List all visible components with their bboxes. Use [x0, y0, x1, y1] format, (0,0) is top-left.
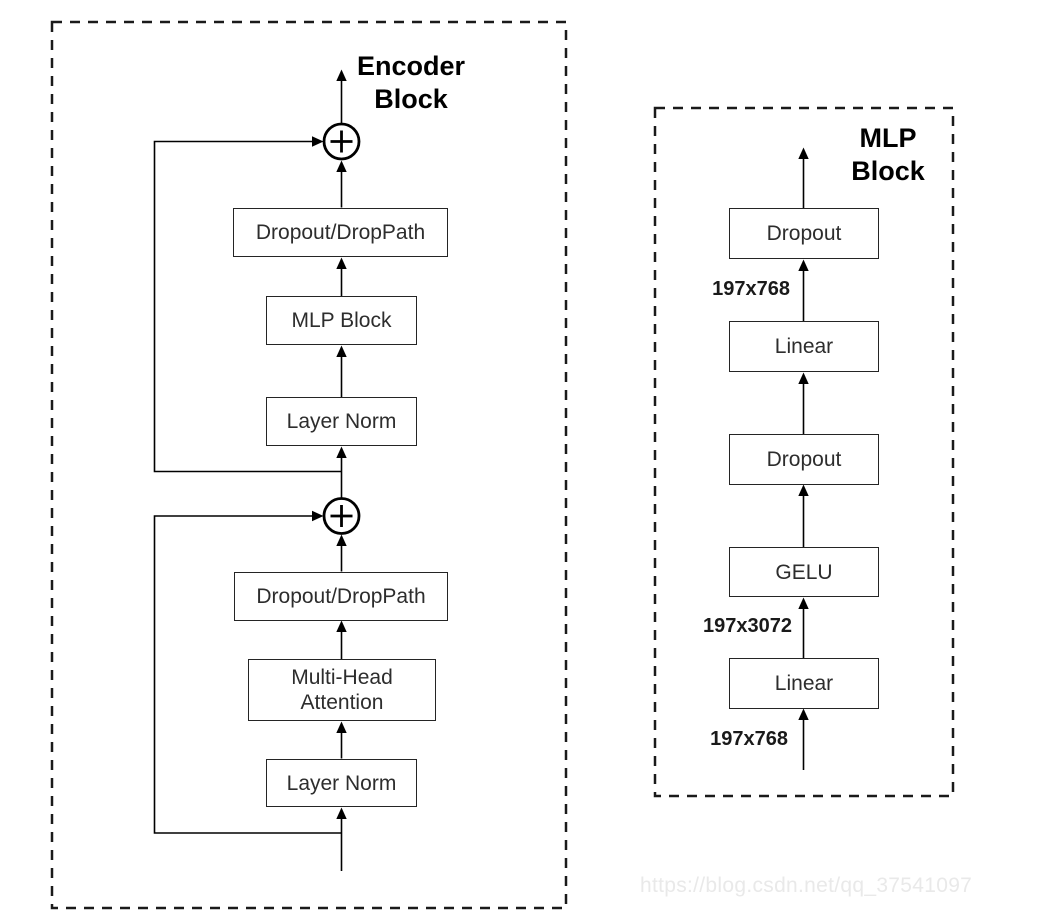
encoder-block-title: Encoder Block [356, 51, 466, 114]
arrow-dd2-to-add2 [336, 534, 347, 572]
arrow-ln2-to-mha [336, 721, 347, 759]
arrow-dd1-to-add1 [336, 160, 347, 208]
dim-label-197x3072: 197x3072 [703, 615, 792, 637]
add-icon [322, 497, 361, 535]
arrow-gelu-to-dropout2 [798, 484, 809, 547]
mlp-box-gelu: GELU [729, 547, 879, 597]
arrow-linear2-to-gelu [798, 597, 809, 658]
encoder-box-dropout-droppath-2: Dropout/DropPath [234, 572, 448, 621]
encoder-block-frame [50, 20, 568, 910]
encoder-box-mlp-block: MLP Block [266, 296, 417, 345]
arrow-mlpblock-to-dd1 [336, 257, 347, 296]
mlp-block-frame [653, 106, 955, 798]
mlp-box-linear-bottom: Linear [729, 658, 879, 709]
mlp-block-title: MLP Block [851, 123, 925, 186]
mlp-box-dropout-mid: Dropout [729, 434, 879, 485]
arrow-mha-to-dd2 [336, 620, 347, 659]
encoder-output-arrow [336, 69, 347, 124]
mlp-output-arrow [798, 147, 809, 208]
arrow-add2-to-ln1 [336, 446, 347, 498]
dim-label-197x768-lower: 197x768 [710, 728, 788, 750]
encoder-box-dropout-droppath-1: Dropout/DropPath [233, 208, 448, 257]
arrow-dropout2-to-linear1 [798, 372, 809, 434]
skip-connection-2 [153, 510, 342, 834]
mlp-box-dropout-top: Dropout [729, 208, 879, 259]
add-icon [322, 122, 361, 161]
encoder-box-layer-norm-2: Layer Norm [266, 759, 417, 807]
watermark-text: https://blog.csdn.net/qq_37541097 [640, 874, 973, 897]
encoder-box-layer-norm-1: Layer Norm [266, 397, 417, 446]
arrow-linear1-to-dropout1 [798, 259, 809, 321]
encoder-box-multi-head-attention: Multi-Head Attention [248, 659, 436, 721]
mlp-input-arrow [798, 708, 809, 770]
dim-label-197x768-upper: 197x768 [712, 278, 790, 300]
skip-connection-1 [153, 136, 342, 473]
arrow-ln1-to-mlpblock [336, 345, 347, 397]
encoder-input-arrow [336, 807, 347, 871]
mlp-box-linear-top: Linear [729, 321, 879, 372]
